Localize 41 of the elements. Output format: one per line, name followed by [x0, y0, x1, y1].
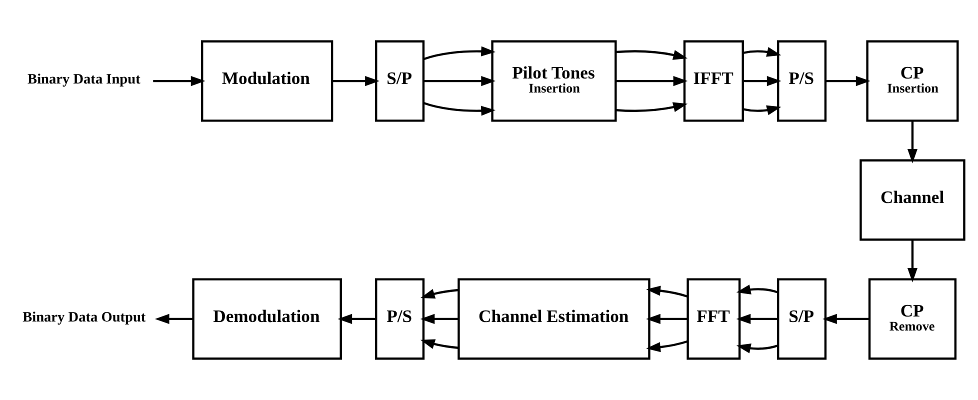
node-box: Demodulation [192, 278, 342, 360]
node-box: P/S [375, 278, 425, 360]
arrow [616, 76, 688, 86]
node-box: FFT [686, 278, 741, 360]
node-text: Binary Data Input [28, 72, 140, 88]
node-box: Channel [860, 159, 966, 241]
node-box: P/S [777, 40, 827, 122]
arrow [616, 50, 688, 60]
arrow [424, 76, 496, 86]
arrow [742, 105, 782, 116]
arrow [646, 314, 688, 324]
node-box: CP Insertion [866, 40, 959, 122]
arrow [826, 76, 870, 86]
arrow [332, 76, 380, 86]
arrow [153, 76, 206, 86]
arrow [646, 286, 688, 298]
node-box: Pilot Tones Insertion [491, 40, 617, 122]
arrow [742, 76, 782, 86]
arrow [907, 120, 918, 164]
node-box: Modulation [201, 40, 334, 122]
arrow [423, 102, 496, 116]
node-box: S/P [777, 278, 827, 360]
arrow [154, 314, 194, 324]
arrow [420, 314, 458, 324]
arrow [616, 102, 688, 112]
arrow [646, 340, 688, 352]
arrow [907, 240, 918, 282]
arrow [338, 314, 376, 324]
arrow [736, 343, 778, 354]
arrow [420, 288, 459, 299]
node-box: CP Remove [868, 278, 957, 360]
arrow [736, 314, 778, 324]
arrow [822, 314, 870, 324]
node-box: Channel Estimation [458, 278, 650, 360]
arrow [742, 47, 782, 57]
node-box: S/P [375, 40, 425, 122]
arrow [423, 46, 496, 60]
node-text: Binary Data Output [22, 310, 146, 326]
node-box: IFFT [683, 40, 744, 122]
arrow [736, 284, 778, 294]
arrow [420, 339, 459, 349]
